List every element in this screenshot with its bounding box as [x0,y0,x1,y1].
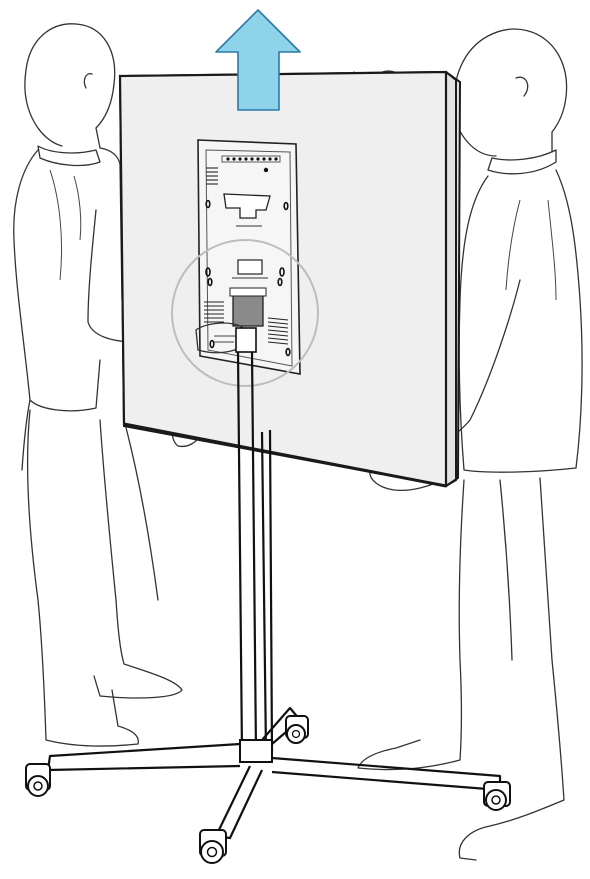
caster-right [484,782,510,810]
caster-back [286,716,308,743]
connector-box [233,294,263,326]
caster-front [200,830,226,863]
caster-left [26,764,50,796]
